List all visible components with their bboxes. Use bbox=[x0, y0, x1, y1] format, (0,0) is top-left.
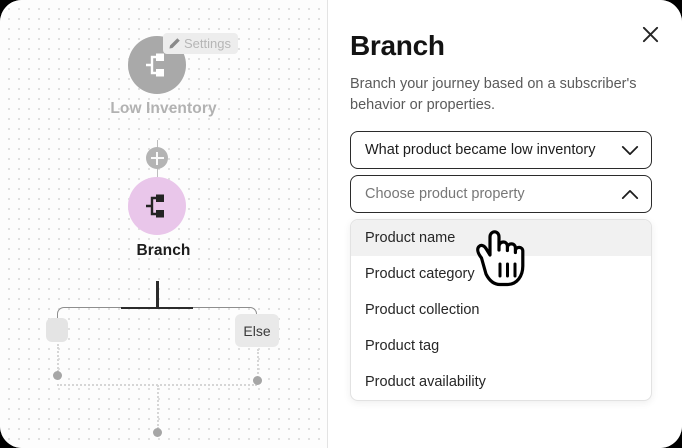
settings-pill-label: Settings bbox=[184, 36, 231, 51]
node-settings-pill[interactable]: Settings bbox=[163, 33, 238, 54]
node-label-branch: Branch bbox=[136, 242, 191, 259]
list-item[interactable]: Product tag bbox=[365, 338, 440, 354]
list-item[interactable]: Product category bbox=[365, 266, 475, 282]
branch-stem bbox=[156, 281, 159, 309]
journey-canvas[interactable]: Settings Low Inventory Branch Else bbox=[0, 0, 327, 448]
branch-rail bbox=[57, 307, 257, 323]
chevron-up-icon bbox=[621, 189, 639, 200]
branch-output-else[interactable]: Else bbox=[235, 314, 279, 347]
branch-dotted-line-right bbox=[257, 349, 259, 374]
property-select-placeholder: Choose product property bbox=[365, 186, 525, 202]
branch-endpoint-left[interactable] bbox=[52, 371, 62, 380]
chevron-down-icon bbox=[621, 145, 639, 156]
add-step-plus-icon[interactable] bbox=[146, 147, 168, 169]
branch-node-icon bbox=[146, 53, 164, 77]
property-options-dropdown[interactable]: Product name Product category Product co… bbox=[350, 219, 652, 401]
branch-dotted-line-exit bbox=[157, 385, 159, 429]
panel-description: Branch your journey based on a subscribe… bbox=[350, 76, 637, 113]
branch-endpoint-right[interactable] bbox=[252, 376, 262, 385]
node-label-trigger: Low Inventory bbox=[110, 100, 217, 117]
page-title: Branch bbox=[350, 30, 445, 61]
property-select[interactable]: Choose product property bbox=[350, 175, 652, 213]
panel-divider bbox=[327, 0, 328, 448]
branch-dotted-line-left bbox=[57, 344, 59, 372]
trigger-select-value: What product became low inventory bbox=[365, 142, 596, 158]
branch-output-path-1[interactable] bbox=[46, 318, 68, 342]
close-icon[interactable] bbox=[636, 20, 664, 48]
pencil-icon bbox=[169, 38, 180, 49]
journey-node-branch[interactable] bbox=[128, 177, 186, 235]
list-item[interactable]: Product collection bbox=[365, 302, 480, 318]
branch-node-icon bbox=[146, 194, 164, 218]
trigger-select[interactable]: What product became low inventory bbox=[350, 131, 652, 169]
branch-settings-panel: Branch Branch your journey based on a su… bbox=[328, 0, 682, 448]
list-item[interactable]: Product availability bbox=[365, 374, 486, 390]
branch-endpoint-exit[interactable] bbox=[152, 428, 162, 437]
list-item[interactable]: Product name bbox=[351, 220, 651, 256]
branch-crossbar bbox=[121, 306, 193, 309]
